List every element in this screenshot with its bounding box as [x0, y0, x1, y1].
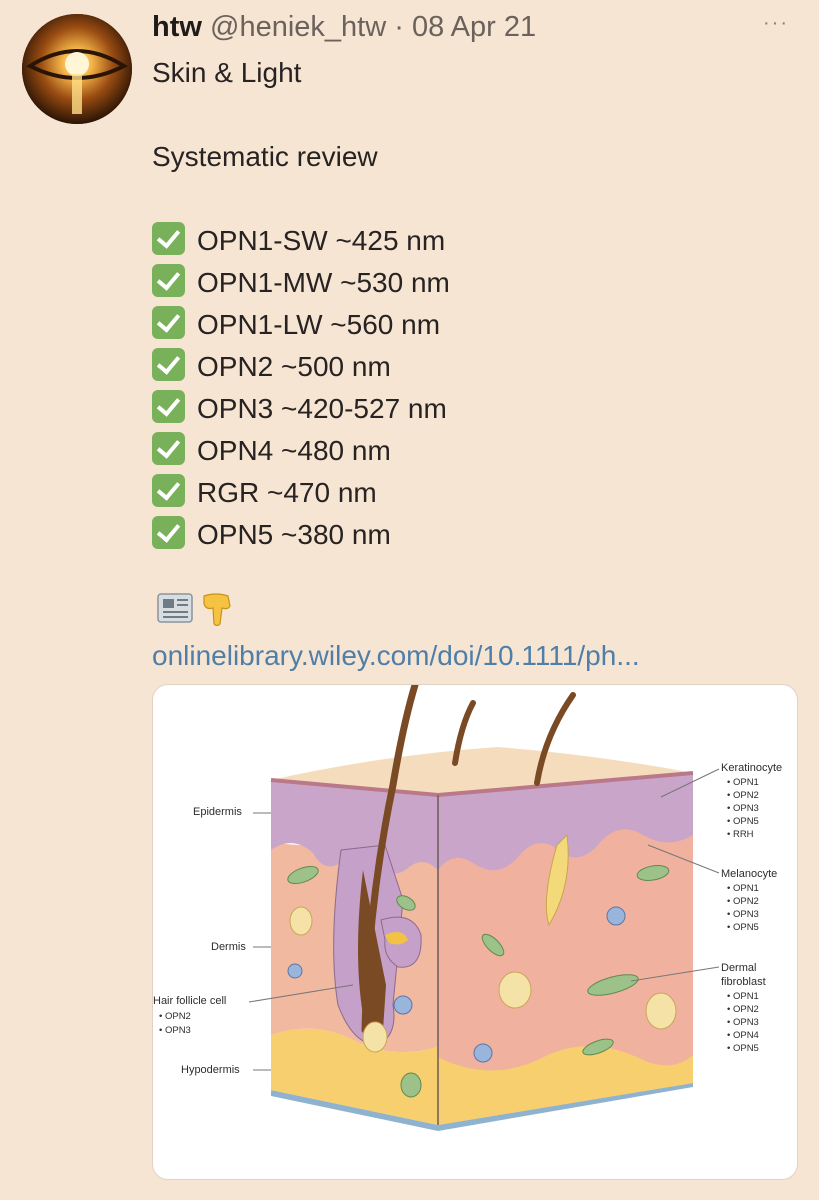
keratinocyte-item: • OPN3: [727, 803, 759, 814]
white-check-mark-icon: [152, 222, 185, 255]
white-check-mark-icon: [152, 264, 185, 297]
list-item: OPN1-LW ~560 nm: [152, 304, 450, 346]
white-check-mark-icon: [152, 516, 185, 549]
blank-line: [152, 178, 450, 220]
backhand-index-pointing-down-icon: [203, 593, 231, 627]
keratinocyte-item: • RRH: [727, 829, 754, 840]
avatar[interactable]: [22, 14, 132, 124]
list-item: OPN5 ~380 nm: [152, 514, 450, 556]
skin-cross-section-illustration: Epidermis Dermis Hair follicle cell • OP…: [153, 685, 782, 1131]
list-item: OPN1-MW ~530 nm: [152, 262, 450, 304]
melanocyte-item: • OPN3: [727, 909, 759, 920]
white-check-mark-icon: [152, 306, 185, 339]
more-options-icon[interactable]: ···: [763, 12, 789, 34]
white-check-mark-icon: [152, 390, 185, 423]
hair-follicle-item: • OPN2: [159, 1011, 191, 1022]
keratinocyte-label: Keratinocyte: [721, 762, 782, 774]
list-item: RGR ~470 nm: [152, 472, 450, 514]
tweet-header: htw @heniek_htw · 08 Apr 21: [152, 10, 536, 44]
epidermis-label: Epidermis: [193, 806, 242, 818]
article-link[interactable]: onlinelibrary.wiley.com/doi/10.1111/ph..…: [152, 640, 640, 671]
opsin-item: OPN1-LW ~560 nm: [197, 309, 441, 340]
newspaper-icon: [157, 593, 193, 623]
emoji-row: [156, 590, 246, 627]
blank-line: [152, 94, 450, 136]
list-item: OPN2 ~500 nm: [152, 346, 450, 388]
list-item: OPN1-SW ~425 nm: [152, 220, 450, 262]
fibroblast-label: Dermal: [721, 962, 756, 974]
fibroblast-item: • OPN5: [727, 1043, 759, 1054]
fibroblast-item: • OPN1: [727, 991, 759, 1002]
keratinocyte-item: • OPN1: [727, 777, 759, 788]
opsin-item: OPN2 ~500 nm: [197, 351, 391, 382]
list-item: OPN3 ~420-527 nm: [152, 388, 450, 430]
white-check-mark-icon: [152, 348, 185, 381]
hair-follicle-label: Hair follicle cell: [153, 995, 226, 1007]
keratinocyte-item: • OPN2: [727, 790, 759, 801]
tweet-title: Skin & Light: [152, 57, 302, 88]
list-item: OPN4 ~480 nm: [152, 430, 450, 472]
opsin-item: OPN1-MW ~530 nm: [197, 267, 450, 298]
white-check-mark-icon: [152, 432, 185, 465]
opsin-item: OPN1-SW ~425 nm: [197, 225, 446, 256]
figure-card[interactable]: Epidermis Dermis Hair follicle cell • OP…: [152, 684, 798, 1180]
fibroblast-item: • OPN2: [727, 1004, 759, 1015]
melanocyte-item: • OPN1: [727, 883, 759, 894]
fibroblast-item: • OPN4: [727, 1030, 759, 1041]
white-check-mark-icon: [152, 474, 185, 507]
opsin-item: OPN3 ~420-527 nm: [197, 393, 447, 424]
melanocyte-item: • OPN2: [727, 896, 759, 907]
opsin-item: OPN4 ~480 nm: [197, 435, 391, 466]
hypodermis-label: Hypodermis: [181, 1064, 240, 1076]
tweet-date[interactable]: 08 Apr 21: [411, 11, 537, 43]
melanocyte-item: • OPN5: [727, 922, 759, 933]
opsin-item: OPN5 ~380 nm: [197, 519, 391, 550]
melanocyte-label: Melanocyte: [721, 868, 777, 880]
fibroblast-label-2: fibroblast: [721, 976, 766, 988]
hair-follicle-item: • OPN3: [159, 1025, 191, 1036]
fibroblast-item: • OPN3: [727, 1017, 759, 1028]
opsin-item: RGR ~470 nm: [197, 477, 377, 508]
tweet-subtitle: Systematic review: [152, 141, 378, 172]
handle[interactable]: @heniek_htw: [210, 11, 387, 43]
dermis-label: Dermis: [211, 941, 246, 953]
keratinocyte-item: • OPN5: [727, 816, 759, 827]
sunset-eye-icon: [22, 14, 132, 124]
separator: ·: [394, 11, 404, 43]
display-name[interactable]: htw: [152, 11, 202, 43]
tweet-text: Skin & Light Systematic review OPN1-SW ~…: [152, 52, 450, 556]
